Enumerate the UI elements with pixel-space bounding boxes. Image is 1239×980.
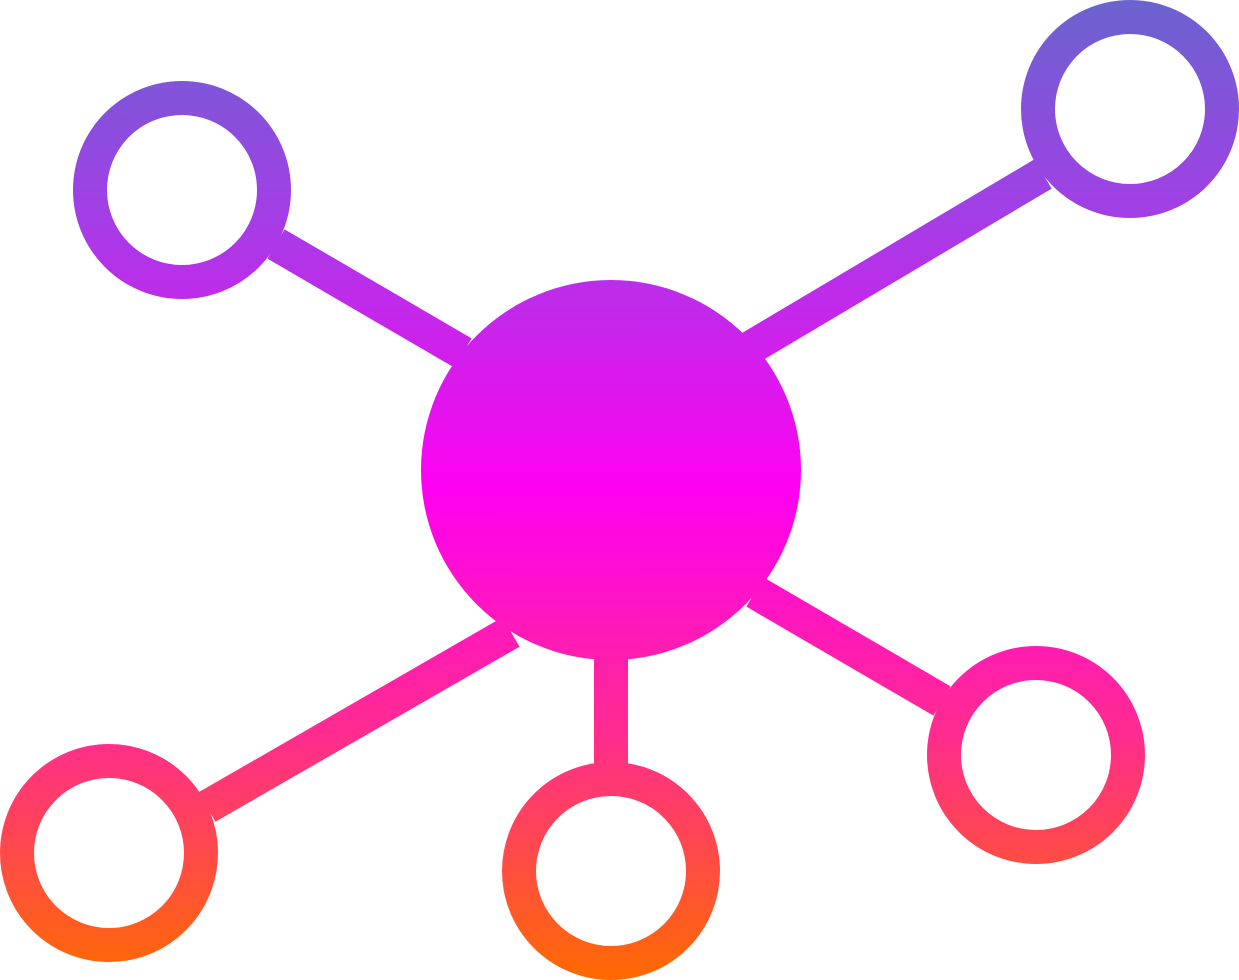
- connector-top-right: [741, 159, 1052, 363]
- satellite-node-bottom-left: [0, 744, 218, 962]
- satellite-node-top-left: [73, 81, 291, 299]
- connector-bottom-right: [746, 577, 951, 716]
- connector-lines: [198, 159, 1052, 822]
- satellite-node-top-right: [1021, 0, 1239, 218]
- satellite-node-bottom-center: [502, 762, 720, 980]
- hub-node: [421, 280, 801, 660]
- connector-top-left: [267, 229, 472, 368]
- connector-bottom-left: [198, 617, 520, 822]
- satellite-node-bottom-right: [927, 646, 1145, 864]
